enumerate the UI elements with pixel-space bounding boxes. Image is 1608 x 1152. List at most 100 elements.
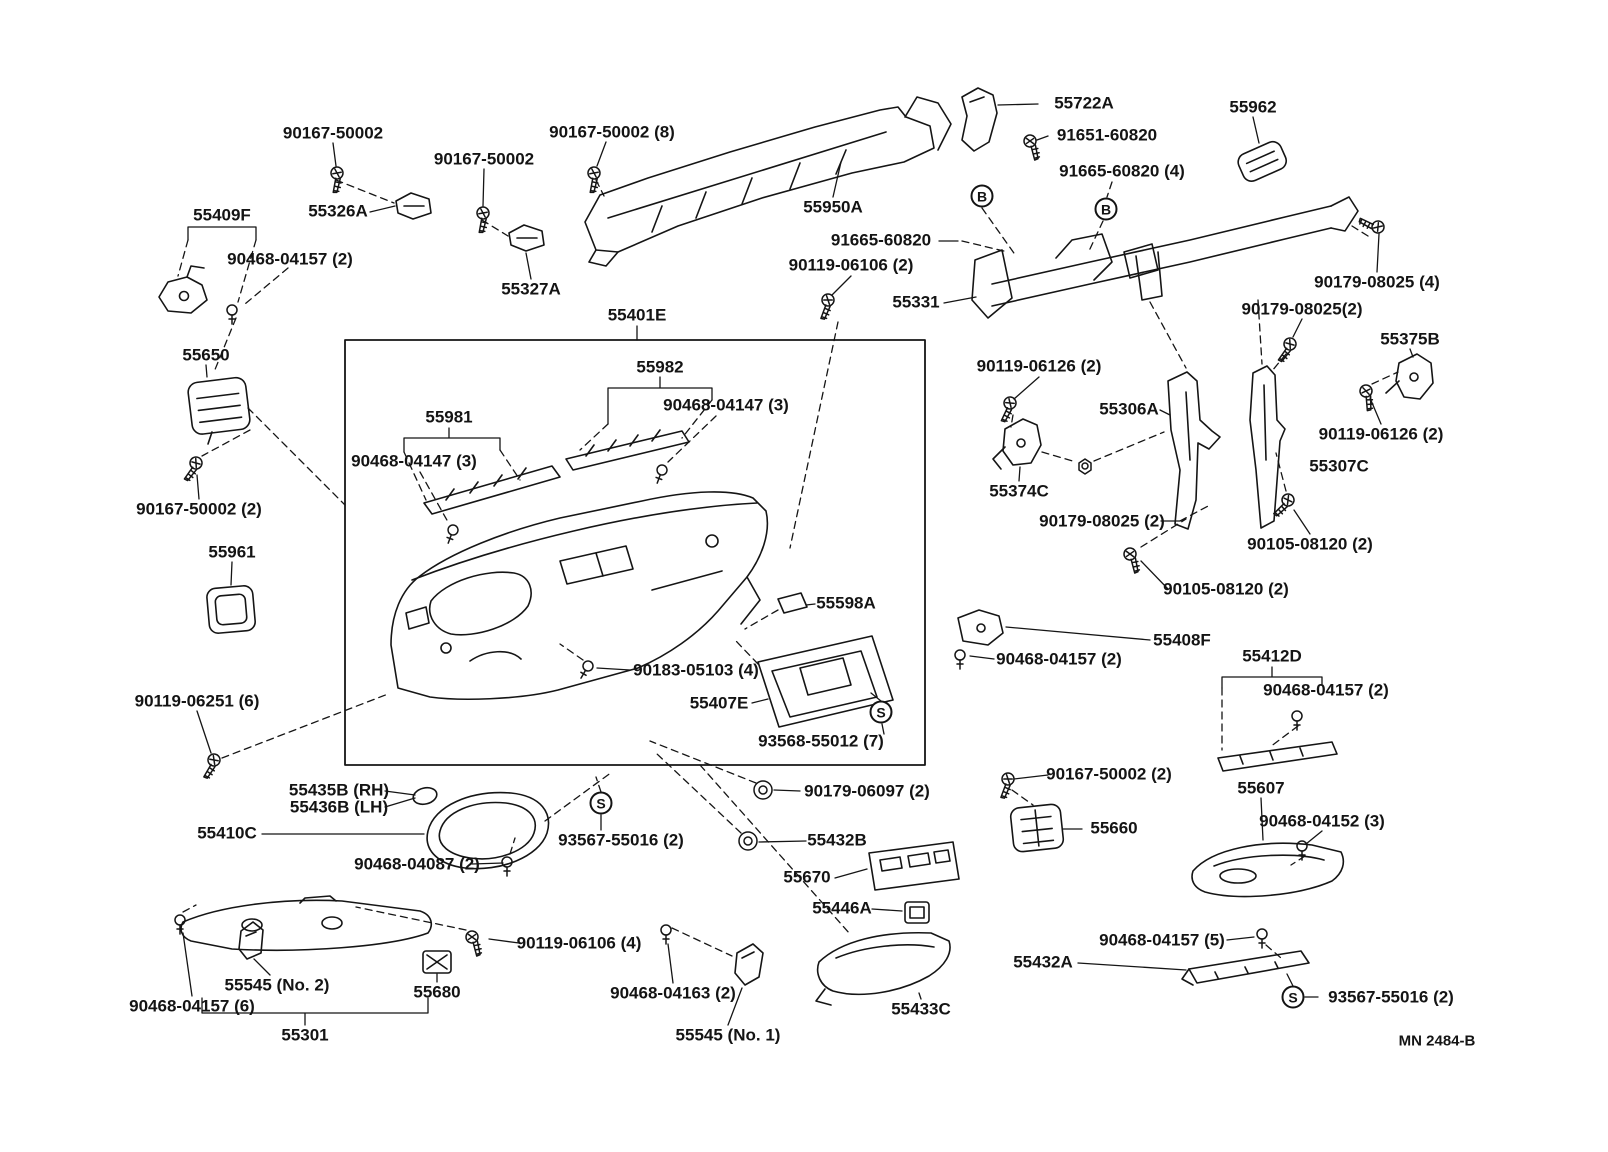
part-55306A [1167, 371, 1221, 530]
callout-93567-55016-2-b: 93567-55016 (2) [1328, 987, 1454, 1007]
callout-90179-08025-2a: 90179-08025(2) [1241, 299, 1363, 319]
callout-55401e: 55401E [607, 305, 667, 325]
part-55327A [508, 224, 545, 252]
part-55962 [1237, 140, 1288, 182]
part-55412D [1217, 741, 1338, 772]
callout-55432b: 55432B [807, 830, 867, 850]
callout-55408f: 55408F [1153, 630, 1211, 650]
callout-90167-50002-a: 90167-50002 [282, 123, 384, 143]
callout-55607: 55607 [1237, 778, 1285, 798]
callout-90179-08025-2b: 90179-08025 (2) [1039, 511, 1165, 531]
callout-55981: 55981 [425, 407, 473, 427]
callout-55680: 55680 [413, 982, 461, 1002]
callout-55306a: 55306A [1099, 399, 1159, 419]
callout-55598a: 55598A [816, 593, 876, 613]
callout-55331: 55331 [892, 292, 940, 312]
callout-90167-50002-8: 90167-50002 (8) [549, 122, 675, 142]
part-55409F [158, 265, 208, 314]
part-55545-no1 [734, 943, 764, 986]
callout-90468-04147-3-a: 90468-04147 (3) [663, 395, 789, 415]
callout-55307c: 55307C [1309, 456, 1369, 476]
callout-55326a: 55326A [308, 201, 368, 221]
part-55545-no2 [238, 921, 264, 960]
callout-55545-no1: 55545 (No. 1) [675, 1025, 781, 1045]
callout-90119-06106-4: 90119-06106 (4) [516, 933, 642, 953]
badge-s-3: S [1281, 985, 1305, 1009]
part-55401E-box [344, 339, 926, 766]
callout-55670: 55670 [783, 867, 831, 887]
part-55981 [423, 465, 561, 515]
callout-91665-60820-4: 91665-60820 (4) [1059, 161, 1185, 181]
part-55650 [187, 376, 251, 445]
part-55670 [868, 841, 960, 891]
callout-90468-04157-2-b: 90468-04157 (2) [996, 649, 1122, 669]
part-55961 [206, 585, 256, 634]
callout-55436b-lh: 55436B (LH) [289, 797, 389, 817]
leader-lines-dashed [177, 179, 1399, 959]
callout-55962: 55962 [1229, 97, 1277, 117]
callout-55660: 55660 [1090, 818, 1138, 838]
callout-90183-05103-4: 90183-05103 (4) [633, 660, 759, 680]
figure-drawing-code: MN 2484-B [1398, 1032, 1476, 1050]
part-55660 [1009, 803, 1065, 853]
callout-90179-08025-4: 90179-08025 (4) [1314, 272, 1440, 292]
callout-55433c: 55433C [891, 999, 951, 1019]
callout-55950a: 55950A [803, 197, 863, 217]
callout-90105-08120-2-b: 90105-08120 (2) [1163, 579, 1289, 599]
part-55331 [971, 196, 1359, 319]
callout-90468-04157-6: 90468-04157 (6) [129, 996, 255, 1016]
part-55950A [584, 96, 952, 267]
callout-90167-50002-2-a: 90167-50002 (2) [136, 499, 262, 519]
callout-55435b-rh: 55435B (RH) [288, 780, 390, 800]
part-55982 [565, 429, 690, 471]
callout-90119-06126-2-b: 90119-06126 (2) [1318, 424, 1444, 444]
callout-55410c: 55410C [197, 823, 257, 843]
callout-90167-50002-b: 90167-50002 [433, 149, 535, 169]
callout-90468-04157-5: 90468-04157 (5) [1099, 930, 1225, 950]
callout-55375b: 55375B [1380, 329, 1440, 349]
part-55401E-panel [390, 491, 769, 700]
callout-55650: 55650 [182, 345, 230, 365]
callout-55301: 55301 [281, 1025, 329, 1045]
callout-90179-06097-2: 90179-06097 (2) [804, 781, 930, 801]
part-55374C [992, 418, 1042, 470]
part-55410C [426, 791, 550, 870]
callout-90119-06126-2-a: 90119-06126 (2) [976, 356, 1102, 376]
part-55446A [904, 901, 930, 924]
callout-90468-04157-2-a: 90468-04157 (2) [227, 249, 353, 269]
part-55607 [1191, 842, 1345, 898]
leader-lines-solid [182, 103, 1414, 1026]
part-55326A [395, 192, 432, 220]
callout-55722a: 55722A [1054, 93, 1114, 113]
callout-90119-06251-6: 90119-06251 (6) [134, 691, 260, 711]
callout-90468-04157-2-c: 90468-04157 (2) [1263, 680, 1389, 700]
callout-55545-no2: 55545 (No. 2) [224, 975, 330, 995]
callout-90105-08120-2-a: 90105-08120 (2) [1247, 534, 1373, 554]
callout-55327a: 55327A [501, 279, 561, 299]
callout-90119-06106-2: 90119-06106 (2) [788, 255, 914, 275]
callout-90468-04147-3-b: 90468-04147 (3) [351, 451, 477, 471]
callout-90468-04152-3: 90468-04152 (3) [1259, 811, 1385, 831]
callout-91665-60820: 91665-60820 [830, 230, 932, 250]
badge-s-2: S [589, 791, 613, 815]
badge-b-2: B [1094, 197, 1118, 221]
part-55301 [180, 895, 433, 952]
part-55680 [422, 950, 452, 974]
badge-b-1: B [970, 184, 994, 208]
callout-55961: 55961 [208, 542, 256, 562]
callout-55446a: 55446A [812, 898, 872, 918]
callout-55432a: 55432A [1013, 952, 1073, 972]
callout-90468-04163-2: 90468-04163 (2) [610, 983, 736, 1003]
part-55598A [777, 592, 808, 614]
callout-55407e: 55407E [689, 693, 749, 713]
part-55432A [1181, 950, 1310, 986]
part-55435B [412, 786, 438, 806]
part-55307C [1249, 365, 1286, 529]
part-55722A [961, 87, 998, 152]
callout-55409f: 55409F [193, 205, 251, 225]
callout-55982: 55982 [636, 357, 684, 377]
part-55375B [1385, 353, 1434, 400]
part-55433C [815, 931, 951, 1006]
